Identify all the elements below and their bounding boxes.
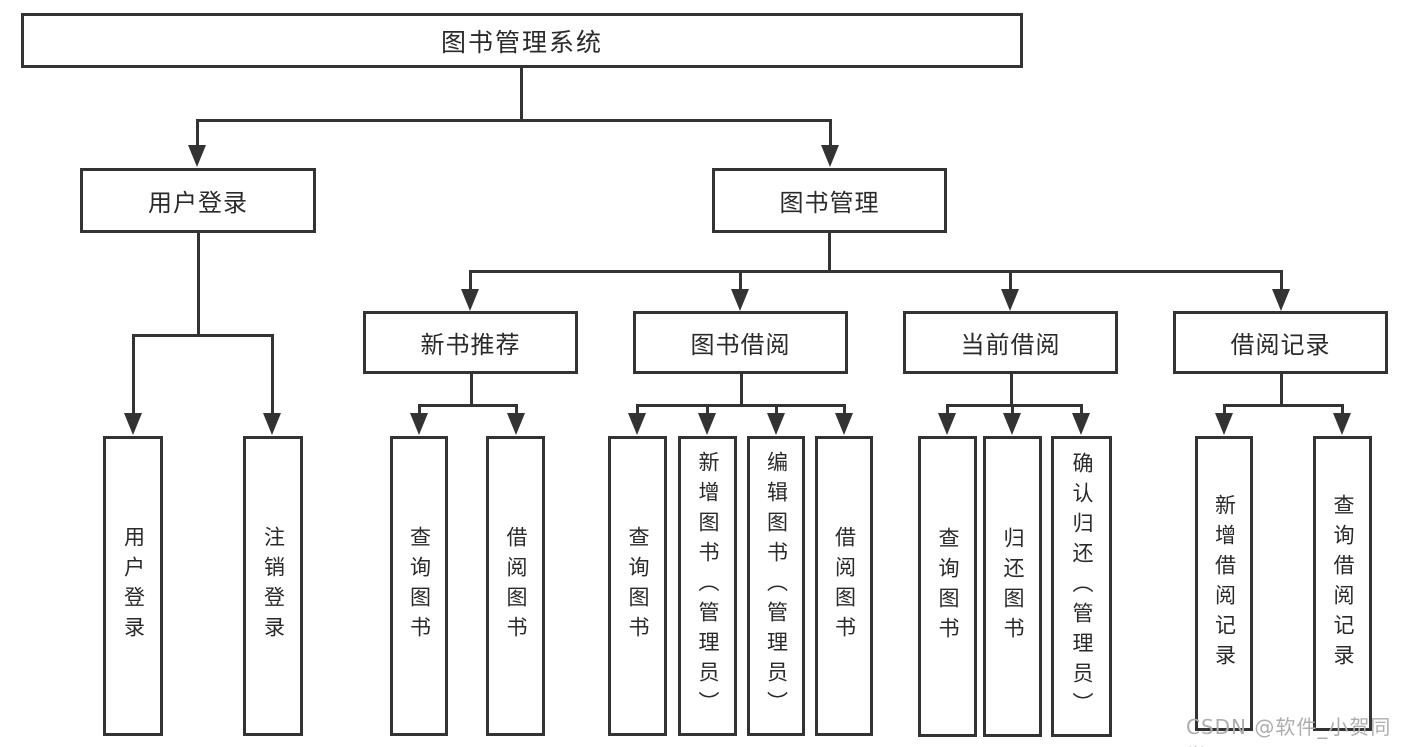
connector-user-login-drop-2 — [271, 334, 274, 414]
connector-user-login-rail — [132, 334, 274, 337]
connector-current-stem — [1010, 374, 1013, 407]
arrow-down-icon — [1333, 413, 1351, 435]
connector-root-left-drop — [196, 119, 199, 149]
node-book-management: 图书管理 — [712, 168, 947, 233]
connector-book-mgmt-stem — [828, 233, 831, 272]
leaf-query-borrow-record: 查询借阅记录 — [1313, 436, 1372, 731]
arrow-down-icon — [124, 413, 142, 435]
node-library-management-system: 图书管理系统 — [21, 13, 1023, 68]
arrow-down-icon — [1272, 289, 1290, 311]
connector-records-drop-2 — [1341, 404, 1344, 416]
connector-book-mgmt-drop-2 — [739, 270, 742, 292]
csdn-watermark: CSDN @软件_小贺同学 — [1186, 715, 1392, 747]
node-book-borrowing: 图书借阅 — [633, 311, 848, 374]
arrow-down-icon — [263, 413, 281, 435]
leaf-logout: 注销登录 — [243, 436, 303, 736]
connector-root-rail — [196, 119, 831, 122]
leaf-label: 查询图书 — [407, 526, 432, 646]
arrow-down-icon — [767, 413, 785, 435]
leaf-recommend-borrow-books: 借阅图书 — [486, 436, 545, 736]
connector-current-drop-1 — [946, 404, 949, 416]
connector-current-rail — [946, 404, 1082, 407]
connector-book-mgmt-drop-3 — [1009, 270, 1012, 292]
node-label: 图书借阅 — [690, 331, 791, 359]
connector-book-mgmt-drop-1 — [469, 270, 472, 292]
leaf-label: 注销登录 — [261, 526, 286, 646]
connector-current-drop-2 — [1011, 404, 1014, 416]
arrow-down-icon — [938, 413, 956, 435]
leaf-recommend-query-books: 查询图书 — [390, 436, 448, 736]
arrow-down-icon — [410, 413, 428, 435]
connector-borrowing-drop-1 — [636, 404, 639, 416]
leaf-label: 查询图书 — [626, 526, 650, 646]
arrow-down-icon — [188, 145, 206, 167]
leaf-add-books-admin: 新增图书（管理员） — [678, 436, 737, 736]
connector-borrowing-rail — [636, 404, 845, 407]
connector-records-drop-1 — [1223, 404, 1226, 416]
leaf-add-borrow-record: 新增借阅记录 — [1195, 436, 1253, 731]
connector-root-stem — [520, 67, 523, 121]
node-label: 借阅记录 — [1230, 331, 1331, 359]
leaf-confirm-return-admin: 确认归还（管理员） — [1051, 436, 1112, 737]
leaf-label: 用户登录 — [121, 526, 146, 646]
leaf-label: 借阅图书 — [504, 526, 528, 646]
leaf-current-query-books: 查询图书 — [918, 436, 977, 737]
connector-borrowing-stem — [740, 374, 743, 407]
leaf-borrowing-query-books: 查询图书 — [608, 436, 667, 736]
arrow-down-icon — [731, 289, 749, 311]
connector-recommend-drop-2 — [515, 404, 518, 416]
arrow-down-icon — [821, 145, 839, 167]
node-label: 图书管理系统 — [440, 27, 603, 57]
connector-recommend-drop-1 — [418, 404, 421, 416]
connector-book-mgmt-drop-4 — [1280, 270, 1283, 292]
leaf-user-login: 用户登录 — [103, 436, 163, 736]
node-new-book-recommendation: 新书推荐 — [363, 311, 578, 374]
arrow-down-icon — [1072, 413, 1090, 435]
arrow-down-icon — [698, 413, 716, 435]
arrow-down-icon — [1003, 413, 1021, 435]
node-label: 用户登录 — [148, 189, 248, 217]
leaf-return-books: 归还图书 — [983, 436, 1042, 737]
node-borrowing-records: 借阅记录 — [1173, 311, 1388, 374]
connector-recommend-stem — [470, 374, 473, 407]
node-current-borrowing: 当前借阅 — [903, 311, 1118, 374]
connector-recommend-rail — [418, 404, 517, 407]
arrow-down-icon — [628, 413, 646, 435]
leaf-label: 新增借阅记录 — [1212, 493, 1237, 674]
leaf-label: 查询借阅记录 — [1331, 493, 1355, 674]
arrow-down-icon — [1001, 289, 1019, 311]
leaf-label: 借阅图书 — [832, 526, 857, 646]
node-label: 新书推荐 — [420, 331, 521, 359]
leaf-label: 编辑图书（管理员） — [764, 451, 789, 721]
connector-user-login-stem — [197, 233, 200, 336]
arrow-down-icon — [461, 289, 479, 311]
connector-records-stem — [1280, 374, 1283, 407]
arrow-down-icon — [1215, 413, 1233, 435]
node-user-login: 用户登录 — [80, 168, 316, 233]
leaf-label: 归还图书 — [1001, 526, 1025, 647]
connector-borrowing-drop-2 — [706, 404, 709, 416]
leaf-edit-books-admin: 编辑图书（管理员） — [747, 436, 805, 736]
connector-records-rail — [1223, 404, 1343, 407]
leaf-borrowing-borrow-books: 借阅图书 — [815, 436, 873, 736]
leaf-label: 确认归还（管理员） — [1070, 451, 1094, 722]
connector-book-mgmt-rail — [469, 270, 1282, 273]
connector-user-login-drop-1 — [132, 334, 135, 414]
connector-current-drop-3 — [1080, 404, 1083, 416]
node-label: 当前借阅 — [960, 331, 1061, 359]
arrow-down-icon — [507, 413, 525, 435]
connector-borrowing-drop-3 — [775, 404, 778, 416]
connector-root-right-drop — [829, 119, 832, 149]
leaf-label: 查询图书 — [936, 526, 960, 647]
leaf-label: 新增图书（管理员） — [696, 451, 720, 721]
node-label: 图书管理 — [779, 189, 880, 217]
arrow-down-icon — [835, 413, 853, 435]
connector-borrowing-drop-4 — [843, 404, 846, 416]
